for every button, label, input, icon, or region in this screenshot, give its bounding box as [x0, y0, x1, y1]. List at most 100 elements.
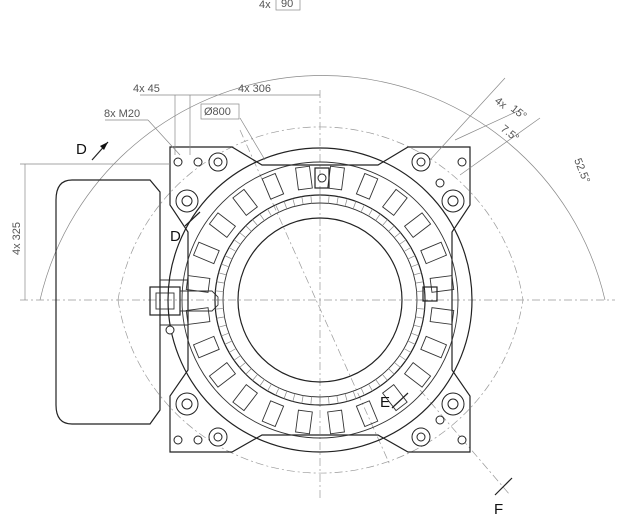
diameter-box: [200, 103, 240, 120]
ring-slot: [381, 383, 408, 412]
ring-tick: [224, 340, 233, 345]
label-offset-45: 4x 45: [133, 83, 160, 95]
outer-ring-inner: [181, 161, 459, 439]
ring-tick: [399, 239, 407, 245]
label-height-325: 4x 325: [11, 222, 23, 255]
ring-tick: [216, 281, 225, 284]
label-section-d-top: D: [76, 141, 87, 158]
ring-slot: [381, 188, 408, 217]
label-angle-90-prefix: 4x: [259, 0, 271, 11]
ring-tick: [267, 383, 272, 392]
ring-tick: [275, 204, 280, 213]
ring-tick: [407, 255, 416, 260]
ring-tick: [360, 204, 365, 213]
ring-tick: [259, 379, 265, 387]
pitch-circle-bottom: [117, 299, 524, 474]
label-offset-306: 4x 306: [238, 83, 271, 95]
label-angle-90-value: 90: [281, 0, 293, 10]
ring-slot: [232, 383, 259, 412]
ring-tick: [411, 332, 419, 337]
ring-slot: [429, 275, 455, 293]
ring-tick: [382, 374, 388, 381]
ring-tick: [245, 225, 252, 232]
section-d-arrowhead-top: [100, 142, 108, 150]
ring-tick: [388, 368, 395, 375]
ring-tick: [360, 387, 365, 396]
base-plate: [169, 146, 471, 453]
label-section-e: E: [380, 394, 390, 411]
dim-800-leader: [239, 117, 266, 161]
ring-tick: [267, 208, 272, 217]
angle-arc-90: [39, 75, 606, 301]
ring-tick: [407, 340, 416, 345]
ring-tick: [382, 219, 388, 226]
ring-tick: [218, 272, 227, 276]
ring-tick: [375, 379, 381, 387]
ring-tick: [394, 362, 401, 368]
angle-ray-a: [429, 77, 506, 161]
ring-tick: [252, 219, 258, 226]
ring-tick: [275, 387, 280, 396]
ring-tick: [344, 198, 348, 207]
ring-tick: [328, 195, 330, 204]
bore: [237, 217, 403, 383]
ring-tick: [310, 396, 312, 405]
connector-inner: [155, 292, 175, 310]
ring-slot: [192, 335, 220, 359]
ring-tick: [259, 213, 265, 221]
label-section-d-mid: D: [170, 228, 181, 245]
right-lug: [422, 286, 438, 302]
ring-tick: [368, 383, 373, 392]
ring-tick: [310, 195, 312, 204]
ring-tick: [216, 316, 225, 319]
ring-tick: [399, 355, 407, 361]
label-angle-52-5: 52.5°: [571, 157, 592, 185]
ring-tick: [388, 225, 395, 232]
ring-tick: [292, 198, 296, 207]
ring-tick: [221, 263, 229, 268]
corner-holes: [165, 152, 467, 447]
label-angle-15-value: 15°: [508, 103, 529, 123]
ring-tick: [336, 196, 339, 205]
ring-tick: [301, 196, 304, 205]
ring-tick: [233, 355, 241, 361]
ring-tick: [416, 308, 425, 310]
ring-tick: [328, 396, 330, 405]
ring-tick: [283, 201, 288, 209]
ring-slot: [185, 307, 211, 325]
ring-slot: [420, 241, 448, 265]
ring-tick: [403, 348, 412, 353]
ring-slot: [261, 172, 285, 200]
ring-tick: [239, 232, 246, 238]
label-thread: 8x M20: [104, 108, 140, 120]
ring-tick: [352, 201, 357, 209]
ring-tick: [252, 374, 258, 381]
ring-tick: [215, 308, 224, 310]
ring-slots: [185, 165, 455, 435]
ring-tick: [413, 324, 422, 328]
pitch-circle-top: [117, 126, 524, 301]
connector-neck: [180, 290, 219, 312]
top-lug-hole: [317, 173, 327, 183]
inner-ring-ticks: [215, 195, 425, 405]
ring-tick: [233, 239, 241, 245]
ring-tick: [245, 368, 252, 375]
ring-tick: [218, 324, 227, 328]
ring-tick: [221, 332, 229, 337]
section-d-arrow-mid: [184, 211, 201, 227]
ring-tick: [336, 395, 339, 404]
ring-slot: [208, 361, 237, 388]
ring-tick: [283, 391, 288, 399]
ring-slot: [192, 241, 220, 265]
ring-tick: [224, 255, 233, 260]
section-f-arrow: [494, 477, 513, 496]
ring-tick: [239, 362, 246, 368]
angle-ray-b: [459, 117, 541, 176]
ring-slot: [295, 165, 313, 191]
section-e-arrow: [391, 392, 409, 409]
ring-tick: [415, 281, 424, 284]
cable-housing: [55, 179, 161, 425]
ring-slot: [403, 212, 432, 239]
label-angle-15-prefix: 4x: [492, 95, 509, 112]
ring-tick: [413, 272, 422, 276]
